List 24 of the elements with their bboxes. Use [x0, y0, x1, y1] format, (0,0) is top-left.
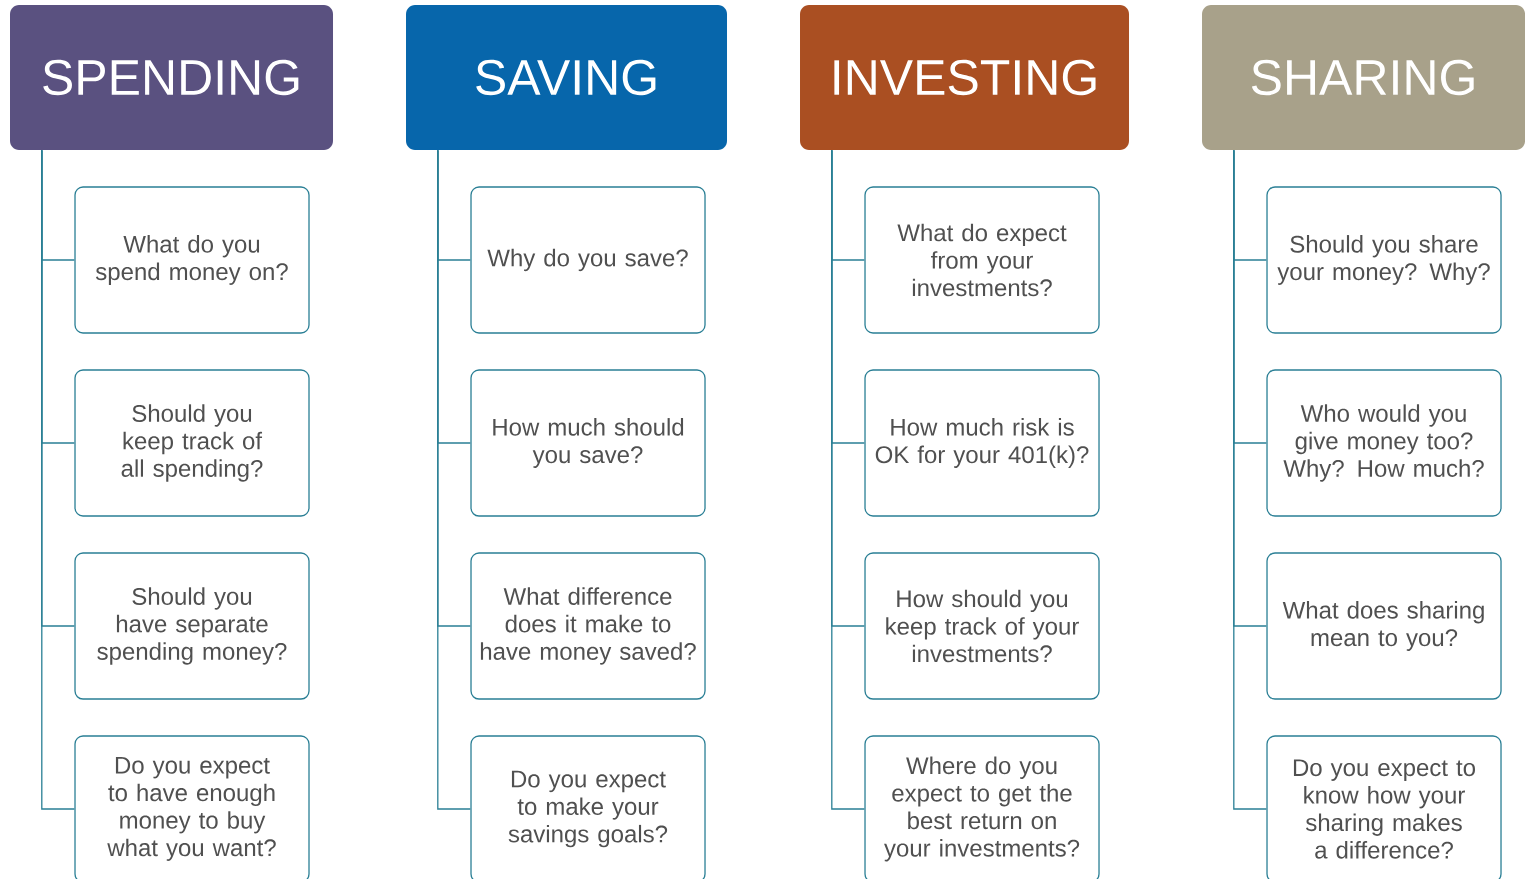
category-header: SPENDING	[10, 5, 333, 150]
question-box: How much should you save?	[470, 369, 706, 517]
question-box: Where do you expect to get the best return on your investments?	[864, 735, 1100, 879]
question-box: Should you share your money? Why?	[1266, 186, 1502, 334]
connector-line	[831, 149, 865, 810]
connector-line	[41, 149, 75, 810]
question-box: How much risk is OK for your 401(k)?	[864, 369, 1100, 517]
question-box: How should you keep track of your investments?	[864, 552, 1100, 700]
question-box: Should you have separate spending money?	[74, 552, 310, 700]
question-box: Do you expect to know how your sharing makes a difference?	[1266, 735, 1502, 879]
question-box: Do you expect to make your savings goals?	[470, 735, 706, 879]
question-box: Should you keep track of all spending?	[74, 369, 310, 517]
category-header: SHARING	[1202, 5, 1525, 150]
connector-line	[437, 149, 471, 810]
category-header: INVESTING	[800, 5, 1129, 150]
question-box: What do expect from your investments?	[864, 186, 1100, 334]
question-box: Why do you save?	[470, 186, 706, 334]
question-box: What difference does it make to have money saved?	[470, 552, 706, 700]
category-header: SAVING	[406, 5, 727, 150]
question-box: Who would you give money too? Why? How much?	[1266, 369, 1502, 517]
connector-line	[1233, 149, 1267, 810]
question-box: Do you expect to have enough money to buy what you want?	[74, 735, 310, 879]
question-box: What does sharing mean to you?	[1266, 552, 1502, 700]
question-box: What do you spend money on?	[74, 186, 310, 334]
